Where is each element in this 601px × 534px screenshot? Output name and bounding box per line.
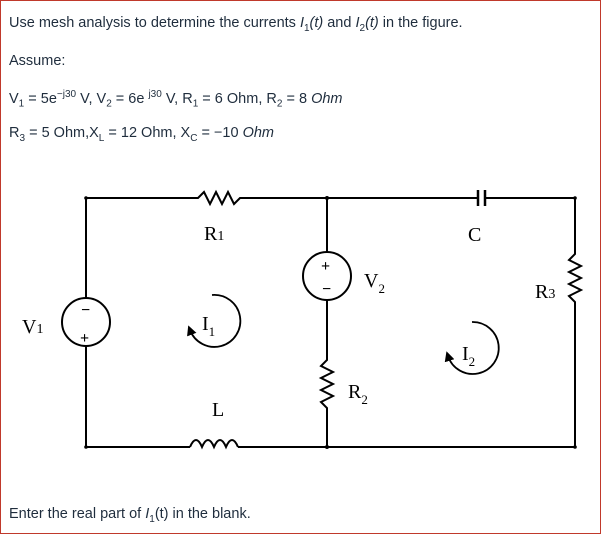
label-r2: R2 xyxy=(348,381,368,407)
label-v1: V1 xyxy=(22,316,43,338)
node-dot xyxy=(84,196,88,200)
given-values-line2: R3 = 5 Ohm,XL = 12 Ohm, XC = −10 Ohm xyxy=(9,125,275,144)
v1-plus-sign: + xyxy=(80,330,89,347)
v2-plus-sign: + xyxy=(321,258,330,275)
answer-instruction: Enter the real part of I1(t) in the blan… xyxy=(9,506,251,525)
node-dot xyxy=(573,196,577,200)
label-r3: R3 xyxy=(535,281,555,303)
inductor-l xyxy=(189,439,239,450)
question-statement: Use mesh analysis to determine the curre… xyxy=(9,15,463,34)
node-dot xyxy=(325,196,329,200)
v1-minus-sign: − xyxy=(81,302,90,319)
resistor-r3 xyxy=(566,242,584,312)
label-v2: V2 xyxy=(364,270,385,296)
node-dot xyxy=(573,445,577,449)
assume-label: Assume: xyxy=(9,53,66,69)
label-i1: I1 xyxy=(202,313,215,339)
v2-minus-sign: − xyxy=(322,281,331,298)
mesh-current-i2-arrow xyxy=(444,321,500,375)
node-dot xyxy=(325,445,329,449)
label-l: L xyxy=(212,399,224,421)
label-r1: R1 xyxy=(204,223,224,245)
node-dot xyxy=(84,445,88,449)
label-c: C xyxy=(468,224,481,246)
resistor-r2 xyxy=(318,350,336,420)
mesh-current-i1-arrow xyxy=(187,294,242,348)
label-i2: I2 xyxy=(462,343,475,369)
given-values-line1: V1 = 5e−j30 V, V2 = 6e j30 V, R1 = 6 Ohm… xyxy=(9,89,343,110)
resistor-r1 xyxy=(182,189,284,207)
